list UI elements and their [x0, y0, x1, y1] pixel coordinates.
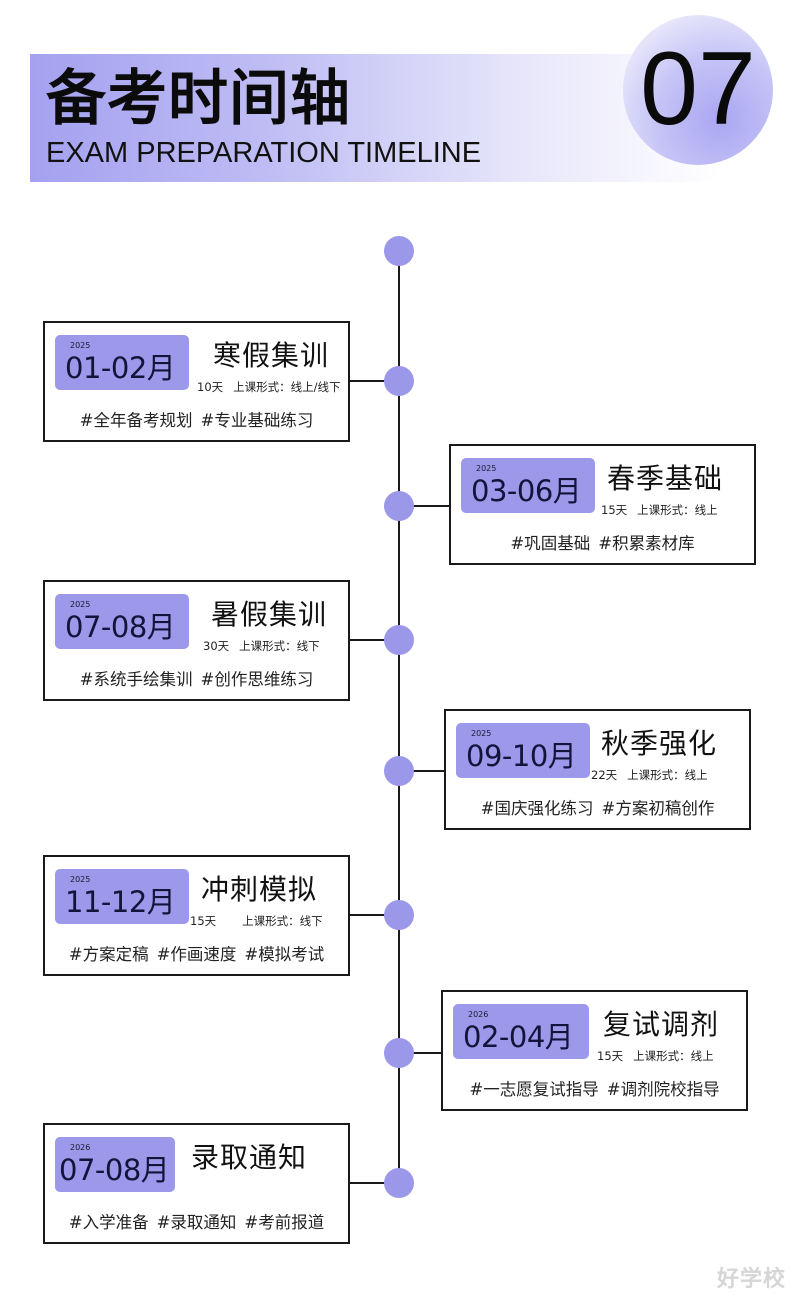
- date-pill: 2025 09-10月: [456, 723, 590, 778]
- timeline-dot: [384, 366, 414, 396]
- timeline-dot: [384, 491, 414, 521]
- connector: [348, 1182, 388, 1184]
- page-title: 备考时间轴: [46, 64, 351, 134]
- stage-tag: #模拟考试: [244, 945, 325, 964]
- stage-name: 复试调剂: [603, 1008, 720, 1041]
- stage-tag: #方案定稿: [68, 945, 149, 964]
- stage-days: 10天: [197, 380, 224, 394]
- stage-name: 暑假集训: [211, 598, 328, 631]
- stage-card: 2025 03-06月 春季基础 15天上课形式：线上 #巩固基础 #积累素材库: [449, 444, 756, 565]
- stage-tags: #全年备考规划 #专业基础练习: [45, 407, 348, 431]
- stage-range: 09-10月: [466, 739, 577, 773]
- stage-tag: #全年备考规划: [79, 411, 193, 430]
- date-pill: 2025 11-12月: [55, 869, 189, 924]
- stage-range: 07-08月: [59, 1153, 170, 1187]
- stage-format: 上课形式：线下: [239, 639, 320, 653]
- date-pill: 2025 03-06月: [461, 458, 595, 513]
- stage-days: 30天: [203, 639, 230, 653]
- stage-tags: #方案定稿 #作画速度 #模拟考试: [45, 941, 348, 965]
- stage-meta: 30天上课形式：线下: [203, 638, 320, 654]
- stage-meta: 22天上课形式：线上: [591, 767, 708, 783]
- stage-format: 上课形式：线上/线下: [233, 380, 341, 394]
- stage-days: 15天: [597, 1049, 624, 1063]
- connector: [410, 1052, 443, 1054]
- stage-tag: #录取通知: [156, 1213, 237, 1232]
- stage-format: 上课形式：线上: [637, 503, 718, 517]
- stage-format: 上课形式：线上: [633, 1049, 714, 1063]
- stage-tag: #一志愿复试指导: [469, 1080, 599, 1099]
- page-subtitle: EXAM PREPARATION TIMELINE: [46, 137, 482, 169]
- timeline-dot: [384, 1038, 414, 1068]
- stage-format: 上课形式：线上: [627, 768, 708, 782]
- stage-tags: #系统手绘集训 #创作思维练习: [45, 666, 348, 690]
- stage-card: 2025 11-12月 冲刺模拟 15天 上课形式：线下 #方案定稿 #作画速度 #模…: [43, 855, 350, 976]
- stage-tag: #入学准备: [68, 1213, 149, 1232]
- date-pill: 2026 02-04月: [453, 1004, 589, 1059]
- connector: [348, 639, 388, 641]
- stage-tags: #一志愿复试指导 #调剂院校指导: [443, 1076, 746, 1100]
- stage-days: 15天: [601, 503, 628, 517]
- stage-tag: #调剂院校指导: [606, 1080, 720, 1099]
- stage-name: 寒假集训: [213, 339, 330, 372]
- stage-range: 07-08月: [65, 610, 176, 644]
- stage-name: 录取通知: [191, 1141, 308, 1174]
- connector: [348, 914, 388, 916]
- chapter-number: 07: [640, 31, 756, 147]
- stage-name: 春季基础: [607, 462, 724, 495]
- stage-year: 2025: [70, 341, 91, 350]
- stage-card: 2026 07-08月 录取通知 #入学准备 #录取通知 #考前报道: [43, 1123, 350, 1244]
- watermark-logo: 好学校: [716, 1267, 786, 1292]
- stage-card: 2025 07-08月 暑假集训 30天上课形式：线下 #系统手绘集训 #创作思维…: [43, 580, 350, 701]
- connector: [348, 380, 388, 382]
- timeline-dot: [384, 625, 414, 655]
- stage-name: 秋季强化: [601, 727, 718, 760]
- stage-tag: #作画速度: [156, 945, 237, 964]
- stage-range: 02-04月: [463, 1020, 574, 1054]
- timeline-dot: [384, 900, 414, 930]
- timeline-axis: [398, 250, 400, 1185]
- stage-range: 11-12月: [65, 885, 176, 919]
- stage-year: 2025: [476, 464, 497, 473]
- stage-days: 22天: [591, 768, 618, 782]
- stage-range: 01-02月: [65, 351, 176, 385]
- stage-format: 上课形式：线下: [242, 914, 323, 928]
- stage-tags: #入学准备 #录取通知 #考前报道: [45, 1209, 348, 1233]
- stage-year: 2025: [471, 729, 492, 738]
- stage-meta: 10天上课形式：线上/线下: [197, 379, 341, 395]
- stage-card: 2026 02-04月 复试调剂 15天上课形式：线上 #一志愿复试指导 #调剂院…: [441, 990, 748, 1111]
- stage-year: 2025: [70, 875, 91, 884]
- stage-tag: #专业基础练习: [200, 411, 314, 430]
- date-pill: 2026 07-08月: [55, 1137, 175, 1192]
- stage-card: 2025 01-02月 寒假集训 10天上课形式：线上/线下 #全年备考规划 #专…: [43, 321, 350, 442]
- timeline-start-dot: [384, 236, 414, 266]
- connector: [410, 770, 446, 772]
- header-band: [30, 54, 720, 182]
- stage-range: 03-06月: [471, 474, 582, 508]
- stage-year: 2025: [70, 600, 91, 609]
- stage-year: 2026: [70, 1143, 91, 1152]
- date-pill: 2025 07-08月: [55, 594, 189, 649]
- connector: [410, 505, 450, 507]
- stage-tag: #方案初稿创作: [601, 799, 715, 818]
- stage-tag: #巩固基础: [510, 534, 591, 553]
- stage-tag: #考前报道: [244, 1213, 325, 1232]
- timeline-dot: [384, 1168, 414, 1198]
- stage-tags: #巩固基础 #积累素材库: [451, 530, 754, 554]
- stage-tag: #国庆强化练习: [480, 799, 594, 818]
- chapter-number-disc: [623, 15, 773, 165]
- stage-days: 15天: [190, 914, 217, 928]
- stage-card: 2025 09-10月 秋季强化 22天上课形式：线上 #国庆强化练习 #方案初稿…: [444, 709, 751, 830]
- stage-tag: #系统手绘集训: [79, 670, 193, 689]
- stage-year: 2026: [468, 1010, 489, 1019]
- stage-tag: #积累素材库: [598, 534, 695, 553]
- timeline-dot: [384, 756, 414, 786]
- stage-tags: #国庆强化练习 #方案初稿创作: [446, 795, 749, 819]
- stage-meta: 15天 上课形式：线下: [190, 913, 323, 929]
- stage-tag: #创作思维练习: [200, 670, 314, 689]
- stage-meta: 15天上课形式：线上: [597, 1048, 714, 1064]
- stage-meta: 15天上课形式：线上: [601, 502, 718, 518]
- stage-name: 冲刺模拟: [201, 873, 318, 906]
- date-pill: 2025 01-02月: [55, 335, 189, 390]
